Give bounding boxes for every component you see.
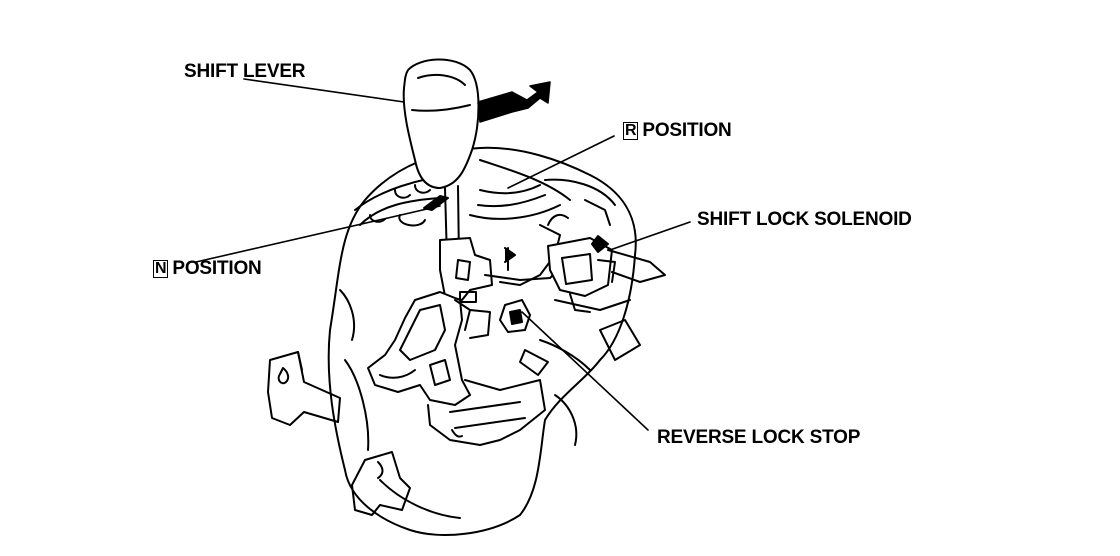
lever-bracket [367, 291, 546, 446]
leader-n-position [195, 205, 441, 263]
shift-lock-assembly [439, 213, 569, 303]
shift-lock-solenoid-part [547, 235, 666, 313]
push-direction-arrow [477, 81, 551, 123]
label-reverse-lock-stop: REVERSE LOCK STOP [657, 427, 861, 448]
leader-r-position [507, 135, 615, 189]
shift-lever-knob [402, 58, 480, 261]
label-shift-lever: SHIFT LEVER [184, 61, 306, 82]
transmission-housing [327, 146, 641, 536]
leader-reverse-lock-stop [521, 311, 649, 431]
leader-shift-lever [243, 78, 405, 103]
mounting-brackets [267, 351, 411, 516]
label-shift-lock-solenoid: SHIFT LOCK SOLENOID [697, 209, 912, 230]
n-position-box: N [153, 260, 169, 278]
shift-gate [423, 184, 561, 220]
r-position-box: R [623, 122, 639, 140]
r-position-text: POSITION [642, 120, 732, 141]
leader-shift-lock-solenoid [609, 221, 691, 251]
leader-lines [195, 78, 691, 431]
n-position-text: POSITION [172, 258, 262, 279]
reverse-lock-stop-part [499, 299, 531, 333]
